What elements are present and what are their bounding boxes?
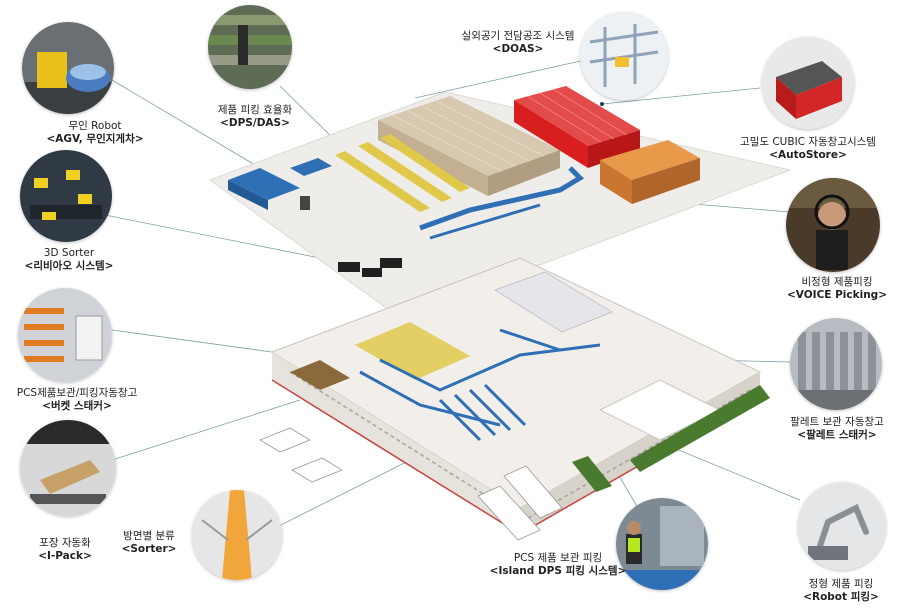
label-pallet: 팔레트 보관 자동창고 <팔레트 스태커> xyxy=(772,416,902,442)
label-island-dps: PCS 제품 보관 피킹 <Island DPS 피킹 시스템> xyxy=(478,552,638,578)
autostore-photo xyxy=(762,37,854,129)
label-sorter-title: 방면별 분류 xyxy=(123,530,175,542)
label-autostore-title: 고밀도 CUBIC 자동창고시스템 xyxy=(740,136,876,148)
label-island-dps-title: PCS 제품 보관 피킹 xyxy=(513,552,603,564)
label-voice-title: 비정형 제품피킹 xyxy=(801,276,873,288)
label-pallet-subtitle: <팔레트 스태커> xyxy=(797,429,877,441)
label-doas-subtitle: <DOAS> xyxy=(492,43,544,55)
label-ipack-subtitle: <I-Pack> xyxy=(38,550,92,562)
pallet-stacker-photo xyxy=(790,318,882,410)
label-bucket-title: PCS제품보관/피킹자동창고 xyxy=(16,387,138,399)
label-3d-sorter: 3D Sorter <리비아오 시스템> xyxy=(14,247,124,273)
label-sorter-subtitle: <Sorter> xyxy=(121,543,177,555)
label-autostore: 고밀도 CUBIC 자동창고시스템 <AutoStore> xyxy=(728,136,888,162)
label-pallet-title: 팔레트 보관 자동창고 xyxy=(790,416,884,428)
agv-robot-photo xyxy=(22,22,114,114)
label-voice-subtitle: <VOICE Picking> xyxy=(787,289,887,301)
label-bucket-subtitle: <버켓 스태커> xyxy=(42,400,112,412)
label-robot-title: 정형 제품 피킹 xyxy=(808,578,874,590)
label-island-dps-subtitle: <Island DPS 피킹 시스템> xyxy=(489,565,627,577)
robot-picking-photo xyxy=(798,482,886,570)
doas-system-photo xyxy=(580,12,668,100)
bucket-stacker-photo xyxy=(18,288,112,382)
label-dps: 제품 피킹 효율화 <DPS/DAS> xyxy=(200,104,310,130)
label-voice: 비정형 제품피킹 <VOICE Picking> xyxy=(772,276,902,302)
label-doas-title: 실외공기 전담공조 시스템 xyxy=(461,30,575,42)
label-bucket: PCS제품보관/피킹자동창고 <버켓 스태커> xyxy=(2,387,152,413)
3d-sorter-photo xyxy=(20,150,112,242)
label-ipack-title: 포장 자동화 xyxy=(39,537,91,549)
label-agv-subtitle: <AGV, 무인지게차> xyxy=(46,133,144,145)
label-autostore-subtitle: <AutoStore> xyxy=(769,149,847,161)
label-3d-sorter-subtitle: <리비아오 시스템> xyxy=(24,260,114,272)
dps-picking-photo xyxy=(208,5,292,89)
label-robot-subtitle: <Robot 피킹> xyxy=(803,591,879,603)
label-3d-sorter-title: 3D Sorter xyxy=(43,247,95,259)
label-dps-title: 제품 피킹 효율화 xyxy=(217,104,293,116)
label-dps-subtitle: <DPS/DAS> xyxy=(220,117,290,129)
label-sorter: 방면별 분류 <Sorter> xyxy=(104,530,194,556)
sorter-photo xyxy=(192,490,282,580)
label-agv-title: 무인 Robot xyxy=(68,120,122,132)
label-doas: 실외공기 전담공조 시스템 <DOAS> xyxy=(448,30,588,56)
voice-picking-photo xyxy=(786,178,880,272)
label-robot: 정형 제품 피킹 <Robot 피킹> xyxy=(786,578,896,604)
i-pack-photo xyxy=(20,420,116,516)
label-agv: 무인 Robot <AGV, 무인지게차> xyxy=(40,120,150,146)
label-ipack: 포장 자동화 <I-Pack> xyxy=(20,537,110,563)
